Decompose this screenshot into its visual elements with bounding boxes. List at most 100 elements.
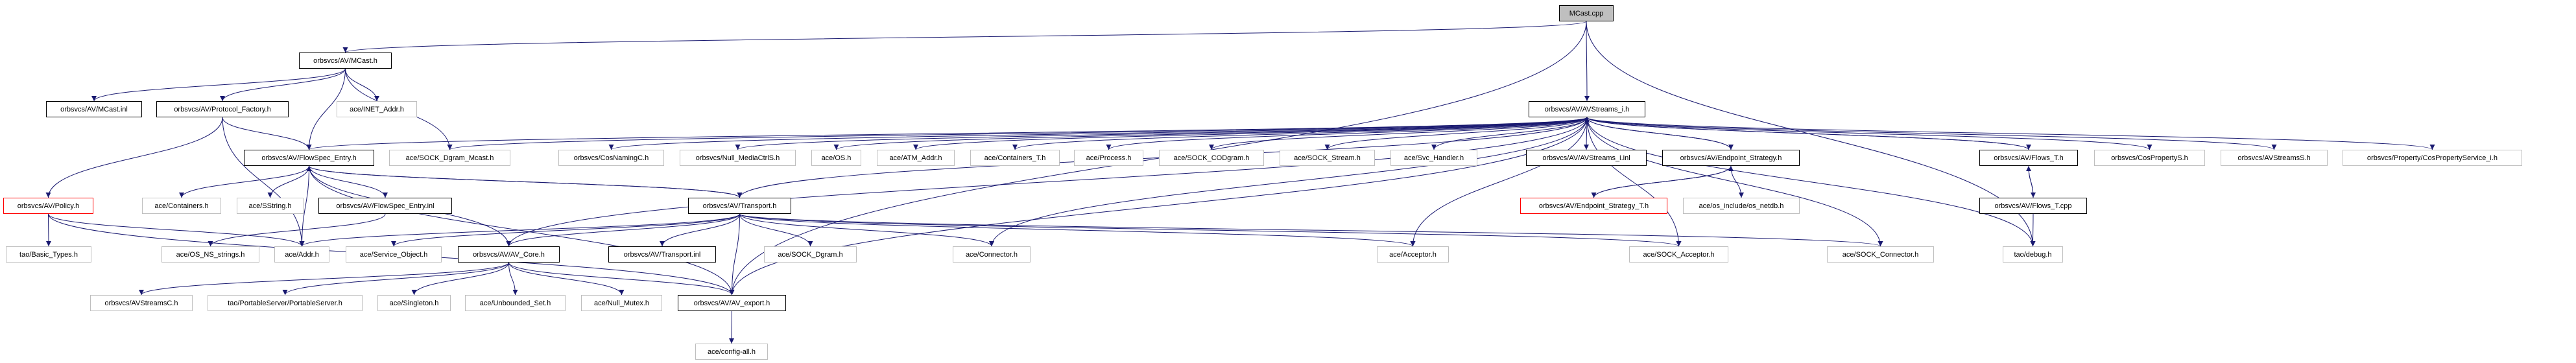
edge-transport_h-to-connector (739, 213, 994, 247)
edge-mcast_cpp-to-avstreams_i_h (1584, 21, 1590, 102)
node-ace-os: ace/OS.h (811, 150, 861, 166)
edge-transport_h-to-service_object (391, 213, 740, 247)
node-singleton: ace/Singleton.h (377, 295, 451, 311)
node-mcast-inl[interactable]: orbsvcs/AV/MCast.inl (46, 101, 142, 117)
node-unbounded-set: ace/Unbounded_Set.h (465, 295, 566, 311)
node-sock-dgram-mcast: ace/SOCK_Dgram_Mcast.h (389, 150, 510, 166)
edge-mcast_h-to-mcast_inl (91, 68, 346, 102)
edge-flows_t_h-to-avstreams_i_h (1584, 117, 2029, 150)
edge-avstreams_i_h-to-cospropertys (1586, 117, 2153, 150)
node-config-all: ace/config-all.h (695, 344, 768, 360)
node-null-mediactrls: orbsvcs/Null_MediaCtrlS.h (680, 150, 796, 166)
edge-transport_h-to-sock_acceptor (739, 213, 1682, 247)
edge-mcast_h-to-inet_addr (345, 68, 379, 102)
node-debug: tao/debug.h (2003, 246, 2063, 263)
node-avstreamss: orbsvcs/AVStreamsS.h (2221, 150, 2328, 166)
node-os-netdb: ace/os_include/os_netdb.h (1683, 198, 1800, 214)
edge-avstreams_i_h-to-cosnamingc (608, 117, 1588, 150)
edge-transport_h-to-addr (299, 213, 740, 247)
node-portableserver: tao/PortableServer/PortableServer.h (208, 295, 363, 311)
edge-avstreams_i_h-to-avstreamss (1586, 117, 2277, 150)
edge-avstreams_i_h-to-connector (989, 117, 1588, 247)
node-os-ns-strings: ace/OS_NS_strings.h (161, 246, 259, 263)
node-atm-addr: ace/ATM_Addr.h (877, 150, 955, 166)
node-cospropertyservice-i: orbsvcs/Property/CosPropertyService_i.h (2343, 150, 2522, 166)
node-containers: ace/Containers.h (142, 198, 221, 214)
node-sock-acceptor: ace/SOCK_Acceptor.h (1629, 246, 1728, 263)
edge-flowspec_entry_h-to-flowspec_entry_inl (309, 165, 388, 198)
edge-protocol_factory-to-flowspec_entry_h (222, 117, 312, 150)
edge-avstreams_i_h-to-process (1106, 117, 1588, 150)
node-cospropertys: orbsvcs/CosPropertyS.h (2094, 150, 2205, 166)
edge-transport_h-to-av_export (729, 213, 740, 296)
node-policy[interactable]: orbsvcs/AV/Policy.h (3, 198, 93, 214)
node-sock-connector: ace/SOCK_Connector.h (1827, 246, 1934, 263)
node-av-export[interactable]: orbsvcs/AV/AV_export.h (678, 295, 786, 311)
node-service-object: ace/Service_Object.h (346, 246, 442, 263)
node-flows-t-cpp[interactable]: orbsvcs/AV/Flows_T.cpp (1979, 198, 2087, 214)
node-avstreamsc: orbsvcs/AVStreamsC.h (90, 295, 193, 311)
node-sstring: ace/SString.h (237, 198, 304, 214)
node-endpoint-strategy[interactable]: orbsvcs/AV/Endpoint_Strategy.h (1662, 150, 1800, 166)
node-av-core[interactable]: orbsvcs/AV/AV_Core.h (458, 246, 560, 263)
edge-avstreams_i_h-to-av_core (506, 117, 1588, 247)
node-cosnamingc: orbsvcs/CosNamingC.h (558, 150, 664, 166)
edge-avstreams_i_h-to-acceptor (1410, 117, 1588, 247)
edge-mcast_cpp-to-mcast_h (343, 21, 1587, 53)
edge-av_core-to-unbounded_set (508, 262, 518, 296)
node-sock-stream: ace/SOCK_Stream.h (1280, 150, 1375, 166)
edge-av_core-to-singleton (411, 262, 509, 296)
edge-avstreams_i_h-to-ace_os (833, 117, 1588, 150)
edge-flowspec_entry_h-to-containers (179, 165, 309, 198)
edge-avstreams_i_h-to-svc_handler (1431, 117, 1588, 150)
edge-avstreams_i_h-to-null_mediactrls (735, 117, 1588, 150)
edge-flows_t_cpp-to-debug (2030, 213, 2036, 247)
edge-avstreams_i_h-to-cospropertyservice_i (1586, 117, 2435, 150)
node-mcast-cpp: MCast.cpp (1559, 5, 1614, 21)
node-flowspec-entry-h[interactable]: orbsvcs/AV/FlowSpec_Entry.h (244, 150, 374, 166)
edge-av_core-to-avstreamsc (139, 262, 509, 296)
node-transport-inl[interactable]: orbsvcs/AV/Transport.inl (608, 246, 716, 263)
edge-avstreams_i_h-to-atm_addr (913, 117, 1588, 150)
node-connector: ace/Connector.h (953, 246, 1031, 263)
edge-avstreams_i_h-to-containers_t (1012, 117, 1588, 150)
node-containers-t: ace/Containers_T.h (970, 150, 1060, 166)
node-avstreams-i-inl[interactable]: orbsvcs/AV/AVStreams_i.inl (1526, 150, 1647, 166)
edge-transport_h-to-sock_dgram (739, 213, 813, 247)
edge-flowspec_entry_h-to-addr (299, 165, 309, 247)
edge-transport_h-to-acceptor (739, 213, 1416, 247)
node-flows-t-h[interactable]: orbsvcs/AV/Flows_T.h (1979, 150, 2078, 166)
node-inet-addr: ace/INET_Addr.h (337, 101, 417, 117)
edge-mcast_h-to-protocol_factory (220, 68, 346, 102)
edge-av_core-to-null_mutex (508, 262, 625, 296)
node-flowspec-entry-inl[interactable]: orbsvcs/AV/FlowSpec_Entry.inl (318, 198, 452, 214)
edge-avstreams_i_h-to-sock_codgram (1209, 117, 1588, 150)
node-basic-types: tao/Basic_Types.h (6, 246, 91, 263)
edge-transport_h-to-av_core (506, 213, 740, 247)
node-mcast-h[interactable]: orbsvcs/AV/MCast.h (299, 53, 392, 69)
edge-protocol_factory-to-addr (222, 117, 305, 247)
edge-avstreams_i_h-to-flowspec_entry_h (307, 117, 1588, 150)
edge-av_core-to-portableserver (282, 262, 509, 296)
edge-avstreams_i_h-to-sock_acceptor (1586, 117, 1682, 247)
edge-avstreams_i_h-to-sock_dgram_mcast (447, 117, 1588, 150)
node-endpoint-strategy-t[interactable]: orbsvcs/AV/Endpoint_Strategy_T.h (1520, 198, 1667, 214)
node-protocol-factory[interactable]: orbsvcs/AV/Protocol_Factory.h (156, 101, 289, 117)
node-sock-codgram: ace/SOCK_CODgram.h (1159, 150, 1264, 166)
node-sock-dgram: ace/SOCK_Dgram.h (764, 246, 857, 263)
node-process: ace/Process.h (1074, 150, 1143, 166)
edge-flowspec_entry_h-to-sstring (267, 165, 309, 198)
edge-endpoint_strategy_t-to-endpoint_strategy (1593, 165, 1734, 198)
node-transport-h[interactable]: orbsvcs/AV/Transport.h (688, 198, 791, 214)
edge-endpoint_strategy-to-avstreams_i_h (1584, 117, 1732, 150)
edge-protocol_factory-to-policy (45, 117, 223, 198)
node-svc-handler: ace/Svc_Handler.h (1390, 150, 1477, 166)
node-avstreams-i-h[interactable]: orbsvcs/AV/AVStreams_i.h (1529, 101, 1645, 117)
edge-flows_t_cpp-to-flows_t_h (2026, 165, 2034, 198)
edge-policy-to-addr (48, 213, 305, 247)
edge-flowspec_entry_inl-to-os_ns_strings (208, 213, 386, 247)
node-acceptor: ace/Acceptor.h (1377, 246, 1449, 263)
node-addr: ace/Addr.h (274, 246, 329, 263)
